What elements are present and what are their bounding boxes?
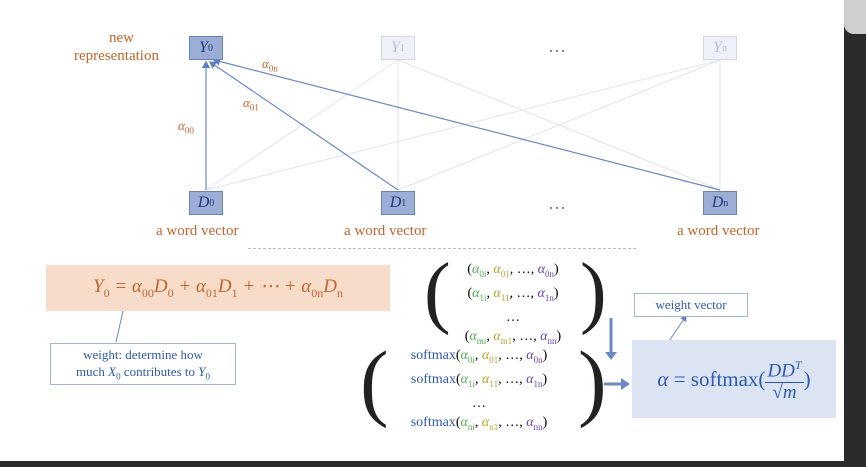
result-close-paren: ): [803, 366, 811, 391]
weight-callout-line1: weight: determine how: [83, 347, 203, 362]
matrix-top-row-0: (α0i, α01, …, α0n): [467, 262, 559, 279]
window-frame-right: [844, 0, 866, 467]
alpha-0n-base: α: [262, 56, 269, 71]
alpha-01-base: α: [243, 95, 250, 110]
node-yn-sub: n: [721, 42, 727, 54]
softmax-word-3: softmax: [410, 414, 456, 430]
matrix-top: (α0i, α01, …, α0n) (α1i, α11, …, α1n) … …: [438, 260, 588, 350]
result-fraction: DDT√m: [765, 355, 804, 403]
result-softmax: = softmax(: [668, 366, 766, 391]
equation-text: Y0 = α00D0 + α01D1 + ⋯ + α0nDn: [93, 276, 343, 300]
section-divider: [248, 248, 636, 249]
node-d1-sub: 1: [401, 197, 407, 209]
result-superscript: T: [794, 358, 802, 373]
weight-line2-a: much: [76, 364, 109, 379]
weight-vector-callout: weight vector: [634, 293, 748, 317]
matrix-softmax-right-paren: ): [578, 333, 607, 429]
matrix-top-row-3: (αmi, αm1, …, αnn): [464, 328, 562, 346]
bottom-ellipsis: …: [548, 193, 568, 213]
matrix-softmax: softmax(α0i, α01, …, α0n) softmax(α1i, α…: [374, 346, 584, 436]
node-y1-sub: 1: [399, 42, 405, 54]
alpha-0n-sub: 0n: [268, 63, 278, 74]
edge-d0-yn: [205, 59, 721, 191]
matrix-softmax-row-1: softmax(α1i, α11, …, α1n): [410, 371, 548, 389]
matrix-softmax-row-2: …: [472, 395, 486, 411]
x0-symbol: X0: [108, 364, 121, 382]
weight-callout: weight: determine how much X0 contribute…: [50, 343, 236, 385]
alpha-00-sub: 00: [184, 125, 194, 136]
top-ellipsis: …: [548, 36, 568, 56]
matrix-softmax-left-paren: (: [360, 333, 389, 429]
node-d0-sub: 0: [209, 197, 215, 209]
result-numerator: DDT: [765, 355, 804, 383]
alpha-0n-label: α0n: [262, 56, 278, 74]
window-frame-bottom: [0, 461, 866, 467]
alpha-00-base: α: [178, 118, 185, 133]
representation-label: representation: [74, 48, 159, 64]
softmax-word-1: softmax: [410, 371, 456, 387]
equation-box: Y0 = α00D0 + α01D1 + ⋯ + α0nDn: [46, 265, 390, 311]
result-denominator: √m: [772, 381, 797, 403]
result-box: α = softmax(DDT√m): [632, 340, 836, 418]
alpha-01-sub: 01: [249, 102, 259, 113]
matrix-top-row-2: …: [506, 309, 520, 325]
edge-dn-y1: [397, 59, 721, 191]
word-vector-label-n: a word vector: [677, 223, 760, 239]
alpha-01-label: α01: [243, 95, 259, 113]
matrix-softmax-row-0: softmax(α0i, α01, …, α0n): [410, 348, 548, 365]
node-y0-base: Y: [199, 39, 208, 56]
node-dn-base: D: [711, 194, 724, 211]
softmax-word-0: softmax: [410, 348, 456, 363]
edge-d1-y0: [209, 61, 399, 191]
word-vector-label-1: a word vector: [344, 223, 427, 239]
new-label: new: [109, 30, 134, 46]
matrix-softmax-row-3: softmax(αni, αn1, …, αnn): [410, 414, 548, 432]
alpha-00-label: α00: [178, 118, 194, 136]
matrix-top-right-paren: ): [580, 248, 607, 336]
result-alpha: α: [657, 366, 669, 391]
node-y1-base: Y: [391, 39, 400, 56]
node-yn-base: Y: [713, 39, 722, 56]
node-y0-sub: 0: [207, 42, 213, 54]
window-frame-corner: [844, 0, 866, 34]
word-vector-label-0: a word vector: [156, 223, 239, 239]
node-d1-base: D: [389, 194, 402, 211]
edge-dn-y0: [212, 57, 721, 191]
node-dn-sub: n: [723, 197, 729, 209]
y0-symbol: Y0: [198, 364, 210, 382]
weight-line2-b: contributes to: [120, 364, 199, 379]
matrix-top-row-1: (α1i, α11, …, α1n): [467, 285, 559, 303]
matrix-top-left-paren: (: [424, 248, 451, 336]
result-numerator-text: DD: [767, 360, 795, 382]
arrow-down-head: [605, 352, 617, 360]
weight-callout-line2: much X0 contributes to Y0: [57, 363, 229, 386]
node-d0-base: D: [197, 194, 210, 211]
arrow-right-head: [621, 378, 630, 390]
